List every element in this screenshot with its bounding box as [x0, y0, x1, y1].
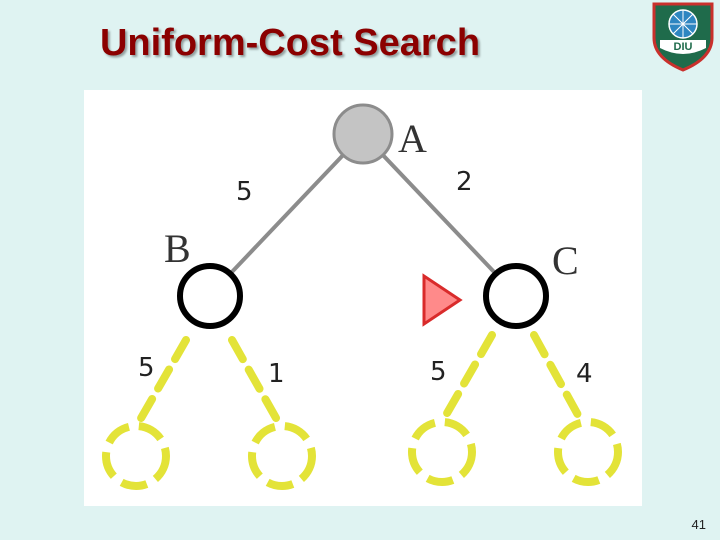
edge-cost-B-B1: 5 [138, 353, 155, 383]
tree-diagram-panel: A B C 5 2 5 1 5 4 [84, 90, 642, 506]
node-C1 [408, 418, 476, 486]
edge-B-B1 [136, 336, 190, 424]
node-A [332, 103, 394, 165]
node-B [177, 263, 243, 329]
edge-B-B2 [228, 336, 280, 422]
node-C2 [554, 418, 622, 486]
search-tree-diagram: A B C 5 2 5 1 5 4 [102, 103, 622, 490]
edge-C-C1 [442, 331, 496, 419]
university-logo: DIU [646, 0, 720, 72]
edge-A-B [228, 150, 348, 276]
edge-cost-C-C1: 5 [430, 357, 447, 387]
triangle-pointer-icon [422, 273, 463, 327]
edge-cost-B-B2: 1 [268, 359, 285, 389]
node-B1 [102, 422, 170, 490]
edge-A-C [378, 150, 498, 276]
node-label-A: A [398, 116, 427, 161]
edge-cost-C-C2: 4 [576, 359, 593, 389]
logo-text: DIU [674, 41, 693, 53]
node-label-C: C [552, 238, 579, 283]
node-B2 [248, 422, 316, 490]
node-label-B: B [164, 226, 191, 271]
node-C [483, 263, 549, 329]
university-shield-icon: DIU [652, 2, 714, 72]
edge-C-C2 [530, 331, 582, 419]
edge-cost-A-B: 5 [236, 177, 253, 207]
edge-cost-A-C: 2 [456, 167, 473, 197]
slide-title: Uniform-Cost Search [99, 22, 481, 64]
slide-number: 41 [691, 517, 706, 532]
